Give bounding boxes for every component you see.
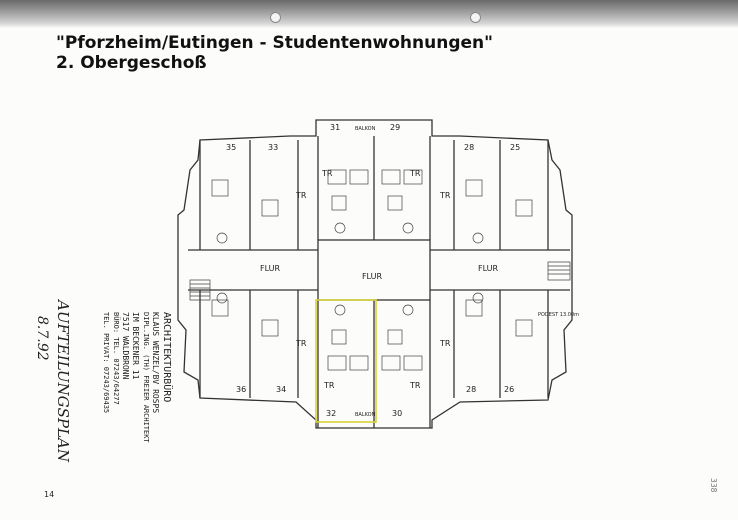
unit-number: 28: [464, 143, 474, 152]
unit-number: 25: [510, 143, 520, 152]
flur-label-right: FLUR: [478, 264, 499, 273]
tr-label: TR: [439, 191, 451, 200]
stamp-line: 7517 WALDBRONN: [121, 312, 130, 380]
unit-number: 29: [390, 123, 400, 132]
unit-number: 28: [466, 385, 476, 394]
unit-number: 35: [226, 143, 236, 152]
stamp-line: IM BECKENER 11: [131, 312, 140, 380]
page-subtitle: 2. Obergeschoß: [56, 53, 207, 73]
unit-number: 31: [330, 123, 340, 132]
flur-label-center: FLUR: [362, 272, 383, 281]
tr-label: TR: [295, 191, 307, 200]
unit-number: 33: [268, 143, 278, 152]
balkon-label: BALKON: [355, 412, 376, 418]
highlighted-unit: [315, 299, 377, 423]
side-number: 338: [709, 478, 718, 493]
tr-label: TR: [321, 169, 333, 178]
tr-label: TR: [323, 381, 335, 390]
tr-label: TR: [439, 339, 451, 348]
unit-number: 32: [326, 409, 336, 418]
unit-number: 34: [276, 385, 286, 394]
punch-hole: [270, 12, 281, 23]
tr-label: TR: [409, 169, 421, 178]
unit-number: 26: [504, 385, 514, 394]
tr-label: TR: [409, 381, 421, 390]
punch-hole: [470, 12, 481, 23]
page-number: 14: [44, 490, 55, 499]
stamp-line: KLAUS WENZEL/BV ROSPS: [151, 312, 160, 414]
page-title: "Pforzheim/Eutingen - Studentenwohnungen…: [56, 33, 494, 53]
stamp-line: BÜRO: TEL. 07243/64277: [112, 312, 120, 405]
handwritten-note: AUFTEILUNGSPLAN: [54, 300, 72, 462]
podest-label: PODEST 13.00m: [538, 312, 579, 318]
stamp-line: DIPL.ING. (TH) FREIER ARCHITEKT: [142, 312, 150, 443]
unit-number: 30: [392, 409, 402, 418]
flur-label-left: FLUR: [260, 264, 281, 273]
handwritten-date: 8.7.92: [34, 316, 50, 361]
architect-stamp: ARCHITEKTURBÜRO KLAUS WENZEL/BV ROSPS DI…: [82, 306, 178, 474]
scan-shadow: [0, 0, 738, 28]
tr-label: TR: [295, 339, 307, 348]
unit-number: 36: [236, 385, 246, 394]
stamp-line: TEL. PRIVAT: 07243/69435: [102, 312, 110, 414]
stamp-line: ARCHITEKTURBÜRO: [161, 312, 172, 403]
balkon-label: BALKON: [355, 126, 376, 132]
